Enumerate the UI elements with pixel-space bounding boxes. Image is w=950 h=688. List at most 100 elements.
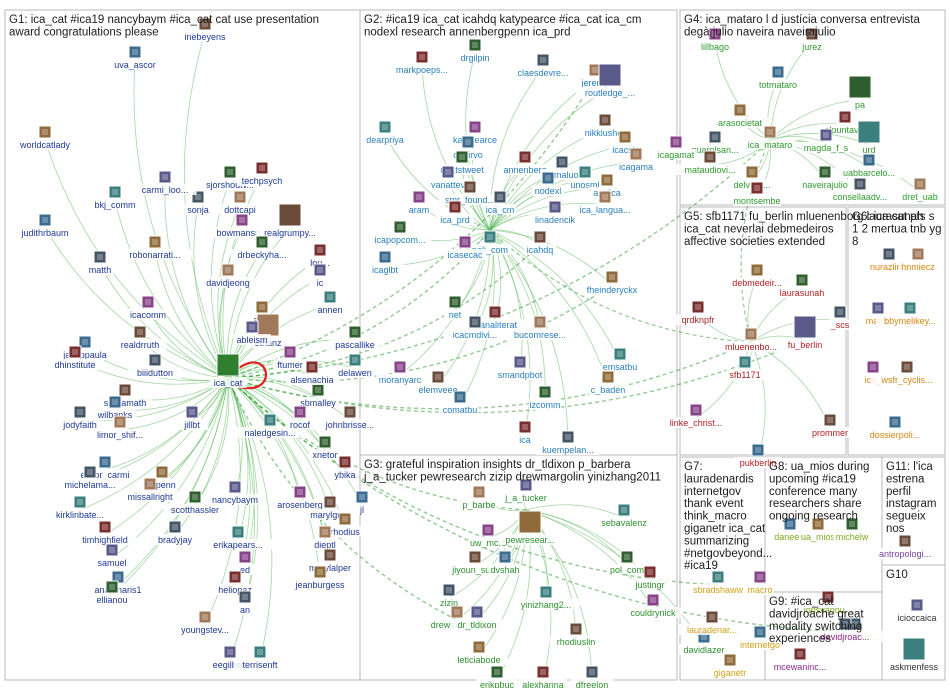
node-g1[interactable]: carmi_loo... xyxy=(133,170,197,195)
node-g4[interactable]: ica_mataro xyxy=(743,125,797,150)
node-g10[interactable]: askmenfess xyxy=(887,637,941,672)
node-g2[interactable]: bucomrese... xyxy=(508,315,572,340)
node-g1[interactable]: limor_shif... xyxy=(85,415,155,440)
node-g3[interactable]: yinizhang2... xyxy=(511,585,581,610)
node-g1[interactable]: uva_ascor xyxy=(111,45,159,70)
node-g4[interactable]: montsembe xyxy=(733,181,781,206)
node-g8[interactable]: daneels xyxy=(771,517,809,542)
node-g2[interactable]: fheinderyckx xyxy=(580,270,644,295)
node-g3[interactable]: sebavalenz xyxy=(597,503,651,528)
node-g2[interactable]: nikkiusher xyxy=(578,113,632,138)
node-g1[interactable]: ica_cat xyxy=(209,353,247,388)
node-g1[interactable]: terrisenft xyxy=(233,645,287,670)
node-g3[interactable]: dfreelon xyxy=(570,665,614,688)
node-g11[interactable]: antropologi... xyxy=(868,534,942,559)
node-g2[interactable]: dearpriya xyxy=(361,120,409,145)
node-g1[interactable]: jl xyxy=(351,490,373,515)
node-g8[interactable]: jorisvanou... xyxy=(793,590,863,615)
node-g1[interactable]: dottcapi xyxy=(218,190,262,215)
node-g1[interactable]: jodyfaith xyxy=(56,405,104,430)
node-g1[interactable]: judithrbaum xyxy=(15,213,75,238)
node-g1[interactable]: sylviamath xyxy=(98,383,152,408)
node-g2[interactable]: aram xyxy=(407,190,431,215)
node-g1[interactable]: timhighfield xyxy=(73,520,137,545)
node-g1[interactable]: matth xyxy=(86,250,114,275)
node-g8[interactable]: ua_mios xyxy=(799,517,837,542)
node-g1[interactable]: sjorshoutv... xyxy=(195,165,265,190)
node-g1[interactable]: rhodius xyxy=(326,512,364,537)
node-g1[interactable]: elinor_carmi xyxy=(73,455,137,480)
node-g4[interactable]: magda_f_s xyxy=(802,128,850,153)
node-g6[interactable]: hnmiecz xyxy=(899,247,937,272)
node-g3[interactable]: erikpbuc xyxy=(475,665,519,688)
node-g3[interactable]: dr_tldixon xyxy=(450,605,504,630)
node-g9[interactable]: davidjroac... xyxy=(810,617,880,642)
node-g4[interactable]: dret_uab xyxy=(898,177,942,202)
node-g8[interactable]: michelw xyxy=(833,517,871,542)
node-g2[interactable]: claesdevre... xyxy=(508,53,578,78)
node-g2[interactable]: icacsh xyxy=(608,130,642,155)
node-g1[interactable]: inebeyens xyxy=(181,17,229,42)
node-g7[interactable]: lauradenar... xyxy=(677,610,747,635)
node-g2[interactable]: drgilpin xyxy=(453,38,497,63)
node-g1[interactable]: youngstev... xyxy=(173,610,237,635)
node-g1[interactable]: nancybaym xyxy=(211,480,259,505)
node-g1[interactable]: michelama... xyxy=(58,465,122,490)
node-g1[interactable]: robonarrati... xyxy=(118,235,192,260)
node-g1[interactable]: arosenberg xyxy=(273,485,327,510)
node-g1[interactable]: naledgesin... xyxy=(235,413,305,438)
node-g2[interactable]: routledge_... xyxy=(575,63,645,98)
node-g2[interactable]: icagama xyxy=(617,147,655,172)
node-g1[interactable]: erikapears... xyxy=(203,525,273,550)
node-g4[interactable]: icagamat xyxy=(654,135,698,160)
node-g2[interactable]: emsatbu xyxy=(601,347,639,372)
node-g4[interactable]: naveirajulio xyxy=(793,165,857,190)
node-g5[interactable]: prommer xyxy=(811,413,849,438)
node-g2[interactable]: comatbu xyxy=(441,390,479,415)
node-g1[interactable]: ed xyxy=(234,550,256,575)
node-g3[interactable]: pol_com xyxy=(608,550,646,575)
node-g1[interactable]: delawen xyxy=(336,353,374,378)
node-g3[interactable]: pewresear... xyxy=(498,510,562,545)
node-g3[interactable]: jiyoun_su... xyxy=(443,550,507,575)
node-g1[interactable]: johnbrisse... xyxy=(315,405,385,430)
node-g7[interactable]: sbradshaww xyxy=(691,570,745,595)
node-g1[interactable]: dieptl xyxy=(308,525,342,550)
node-g2[interactable]: icacmdivi... xyxy=(443,315,507,340)
node-g1[interactable]: bkj_comm xyxy=(93,185,137,210)
node-g1[interactable]: jillbt xyxy=(175,405,209,430)
node-g1[interactable]: wilbanks xyxy=(93,395,137,420)
node-g5[interactable]: linke_christ... xyxy=(656,403,736,428)
node-g3[interactable]: leticiabode xyxy=(449,640,509,665)
node-g2[interactable]: vilmaluo xyxy=(540,155,584,180)
node-g2[interactable]: icaglbt xyxy=(366,250,404,275)
node-g2[interactable]: linadencik xyxy=(528,200,582,225)
node-g2[interactable]: ica_prd xyxy=(436,200,474,225)
node-g2[interactable]: nodexl xyxy=(531,171,565,196)
node-g2[interactable]: elemveee xyxy=(416,370,460,395)
node-g1[interactable]: jeanburgess xyxy=(290,565,350,590)
node-g2[interactable]: izcomm xyxy=(528,385,562,410)
node-g4[interactable]: arasocietat xyxy=(710,103,770,128)
node-g2[interactable]: poli_com xyxy=(468,230,512,255)
node-g6[interactable]: nurazlinzi xyxy=(862,247,916,272)
node-g1[interactable]: techpsych xyxy=(238,161,286,186)
node-g2[interactable]: katypearce xyxy=(448,120,502,145)
node-g1[interactable]: alsenachia xyxy=(285,360,339,385)
node-g3[interactable]: rhodiuslin xyxy=(549,622,603,647)
node-g4[interactable]: consellaadv... xyxy=(823,177,897,202)
node-g1[interactable]: realdrruth xyxy=(113,325,167,350)
node-g5[interactable]: sfb1171 xyxy=(726,355,764,380)
node-g2[interactable]: smr_found... xyxy=(438,180,502,205)
node-g6[interactable]: bbymelikey... xyxy=(875,301,945,326)
node-g1[interactable]: merylalper xyxy=(303,548,357,573)
node-g1[interactable]: annen xyxy=(316,290,344,315)
node-g5[interactable]: pukberlin xyxy=(734,443,782,468)
node-g3[interactable]: p_barbe xyxy=(460,485,498,510)
node-g6[interactable]: dossierpoli... xyxy=(858,415,932,440)
node-g1[interactable]: scotthassler xyxy=(163,490,227,515)
node-g2[interactable]: rstatstweet xyxy=(432,150,492,175)
node-g1[interactable]: worldcatlady xyxy=(13,125,77,150)
node-g1[interactable]: lou... xyxy=(303,243,337,268)
node-g2[interactable]: icasecac xyxy=(443,235,487,260)
